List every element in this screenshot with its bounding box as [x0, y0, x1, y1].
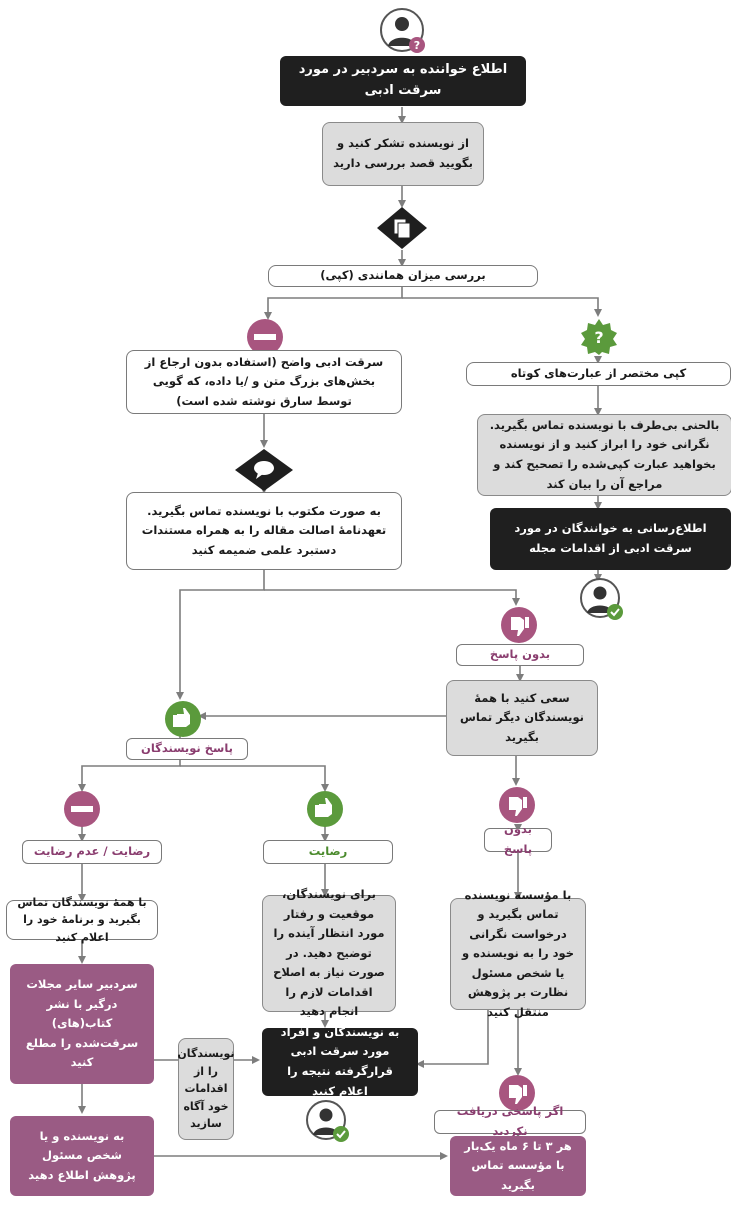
svg-text:?: ?: [594, 328, 603, 347]
branch-minor-copy: کپی مختصر از عبارت‌های کوتاه: [466, 362, 731, 386]
label-author-response: پاسخ نویسندگان: [126, 738, 248, 760]
step-reader-report: اطلاع خواننده به سردبیر در مورد سرقت ادب…: [280, 56, 526, 106]
thumbs-down-icon: [499, 787, 535, 823]
step-explain-expected-behaviour: برای نویسندگان، موقعیت و رفتار مورد انتظ…: [262, 887, 396, 1018]
thumbs-up-icon: [165, 701, 201, 737]
copy-diamond-icon: [377, 207, 427, 249]
user-check-icon: [580, 578, 623, 620]
minus-circle-icon: [64, 791, 100, 827]
thumbs-down-icon: [499, 1075, 535, 1111]
step-check-similarity: بررسی میزان همانندی (کپی): [268, 265, 538, 287]
question-badge-icon: ?: [581, 319, 617, 355]
label-satisfied: رضایت: [263, 840, 393, 864]
label-no-response-2: بدون پاسخ: [484, 822, 552, 856]
label-no-response-1: بدون پاسخ: [456, 644, 584, 666]
step-announce-result: به نویسندگان و افراد مورد سرقت ادبی قرار…: [262, 1025, 418, 1098]
step-contact-all-announce: با همهٔ نویسندگان تماس بگیرید و برنامهٔ …: [6, 896, 158, 944]
step-written-contact: به صورت مکتوب با نویسنده تماس بگیرید. تع…: [126, 492, 402, 570]
thumbs-down-icon: [501, 607, 537, 643]
step-contact-author-neutral: بالحنی بی‌طرف با نویسنده تماس بگیرید. نگ…: [477, 414, 731, 496]
label-satisfied-unsatisfied: رضایت / عدم رضایت: [22, 840, 162, 864]
label-no-reply-received: اگر پاسخی دریافت نکردید: [434, 1104, 586, 1138]
step-inform-authors-actions: نویسندگان را از اقدامات خود آگاه سازید: [177, 1038, 235, 1140]
step-inform-research-officer: به نویسنده و یا شخص مسئول پژوهش اطلاع ده…: [10, 1116, 154, 1196]
reader-question-icon: ?: [380, 8, 425, 53]
thumbs-up-icon: [307, 791, 343, 827]
step-inform-readers: اطلاع‌رسانی به خوانندگان در مورد سرقت اد…: [490, 508, 731, 570]
step-contact-all-authors: سعی کنید با همهٔ نویسندگان دیگر تماس بگی…: [446, 680, 598, 756]
step-periodic-institution-contact: هر ۳ تا ۶ ماه یک‌بار با مؤسسه تماس بگیری…: [450, 1136, 586, 1196]
svg-text:?: ?: [414, 39, 420, 52]
user-check-icon: [306, 1100, 349, 1142]
branch-clear-plagiarism: سرقت ادبی واضح (استفاده بدون ارجاع از بخ…: [126, 350, 402, 414]
step-notify-other-editors: سردبیر سایر مجلات درگیر با نشر کتاب(های)…: [10, 964, 154, 1084]
step-thank-author: از نویسنده تشکر کنید و بگویید قصد بررسی …: [322, 122, 484, 186]
step-contact-institution: با مؤسسه نویسنده تماس بگیرید و درخواست ن…: [450, 888, 586, 1019]
speech-diamond-icon: [235, 449, 293, 491]
minus-circle-icon: [247, 319, 283, 355]
